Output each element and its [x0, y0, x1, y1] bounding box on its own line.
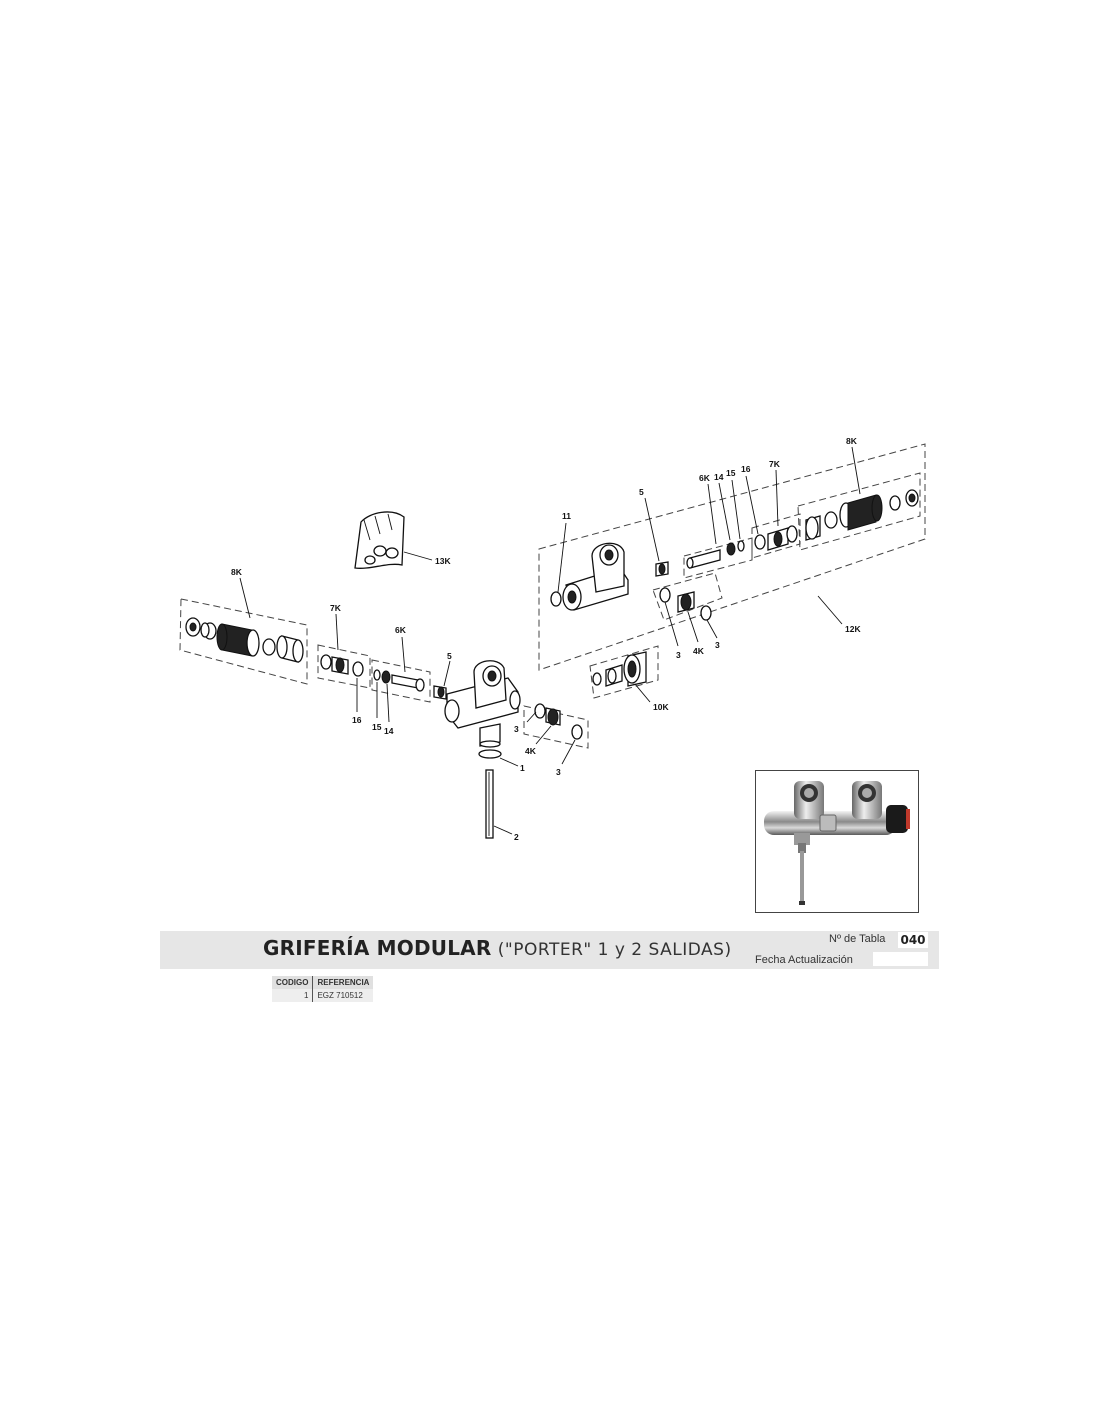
label-5-left: 5: [447, 651, 452, 661]
part-5-left: [433, 685, 447, 700]
label-3-c: 3: [676, 650, 681, 660]
group-box-6k-left: [371, 659, 431, 703]
codes-header-row: CODIGO REFERENCIA: [272, 976, 374, 989]
group-box-7k-left: [317, 644, 371, 689]
group-box-4k-right: [652, 572, 723, 621]
part-11-oring: [550, 591, 562, 607]
label-5-right: 5: [639, 487, 644, 497]
label-3-b: 3: [556, 767, 561, 777]
label-7k-left: 7K: [330, 603, 342, 613]
label-13k: 13K: [435, 556, 451, 566]
label-6k-left: 6K: [395, 625, 407, 635]
label-3-a: 3: [514, 724, 519, 734]
label-4k-left: 4K: [525, 746, 537, 756]
label-8k-right: 8K: [846, 436, 858, 446]
page-title: GRIFERÍA MODULAR ("PORTER" 1 y 2 SALIDAS…: [263, 936, 732, 960]
label-15-right: 15: [726, 468, 736, 478]
title-main: GRIFERÍA MODULAR: [263, 936, 492, 960]
t-body-right: [562, 542, 629, 611]
label-4k-right: 4K: [693, 646, 705, 656]
label-16-right: 16: [741, 464, 751, 474]
label-12k: 12K: [845, 624, 861, 634]
valve-body: [444, 660, 521, 748]
part-8k-right: [805, 489, 919, 541]
part-6k-right: [686, 540, 745, 569]
label-15-left: 15: [372, 722, 382, 732]
part-4k-right: [659, 587, 712, 621]
row-codigo: 1: [272, 989, 313, 1002]
valve-photo: [755, 770, 919, 913]
label-14-right: 14: [714, 472, 724, 482]
group-box-8k-right: [797, 472, 921, 551]
label-3-d: 3: [715, 640, 720, 650]
tabla-value: 040: [898, 932, 928, 948]
part-13k-bag: [354, 511, 405, 569]
label-8k-left: 8K: [231, 567, 243, 577]
label-16-left: 16: [352, 715, 362, 725]
group-box-4k-left: [523, 705, 589, 749]
part-7k-left: [320, 654, 364, 677]
label-11: 11: [562, 511, 571, 521]
label-7k-right: 7K: [769, 459, 781, 469]
label-6k-right: 6K: [699, 473, 711, 483]
title-subtitle: ("PORTER" 1 y 2 SALIDAS): [497, 940, 732, 960]
header-codigo: CODIGO: [272, 976, 313, 989]
table-row: 1 EGZ 710512: [272, 989, 374, 1002]
header-referencia: REFERENCIA: [312, 976, 374, 989]
label-2: 2: [514, 832, 519, 842]
group-box-10k: [589, 645, 659, 699]
fecha-value: [873, 952, 928, 966]
row-referencia: EGZ 710512: [312, 989, 374, 1002]
part-2-dip-tube: [485, 769, 494, 839]
fecha-label: Fecha Actualización: [755, 954, 853, 966]
part-6k-left: [373, 669, 425, 692]
tabla-label: Nº de Tabla: [829, 933, 886, 945]
part-5-right: [655, 561, 669, 577]
group-box-8k-left: [179, 598, 308, 685]
label-10k: 10K: [653, 702, 669, 712]
group-box-12k: [538, 443, 926, 671]
part-8k-left: [185, 617, 304, 663]
label-14-left: 14: [384, 726, 394, 736]
part-4k-left: [534, 703, 583, 740]
part-10k: [592, 651, 647, 687]
title-bar: [160, 931, 939, 969]
label-1: 1: [520, 763, 525, 773]
part-7k-right: [754, 525, 798, 551]
part-1-oring: [478, 749, 502, 759]
codes-table: CODIGO REFERENCIA 1 EGZ 710512: [272, 976, 374, 1002]
